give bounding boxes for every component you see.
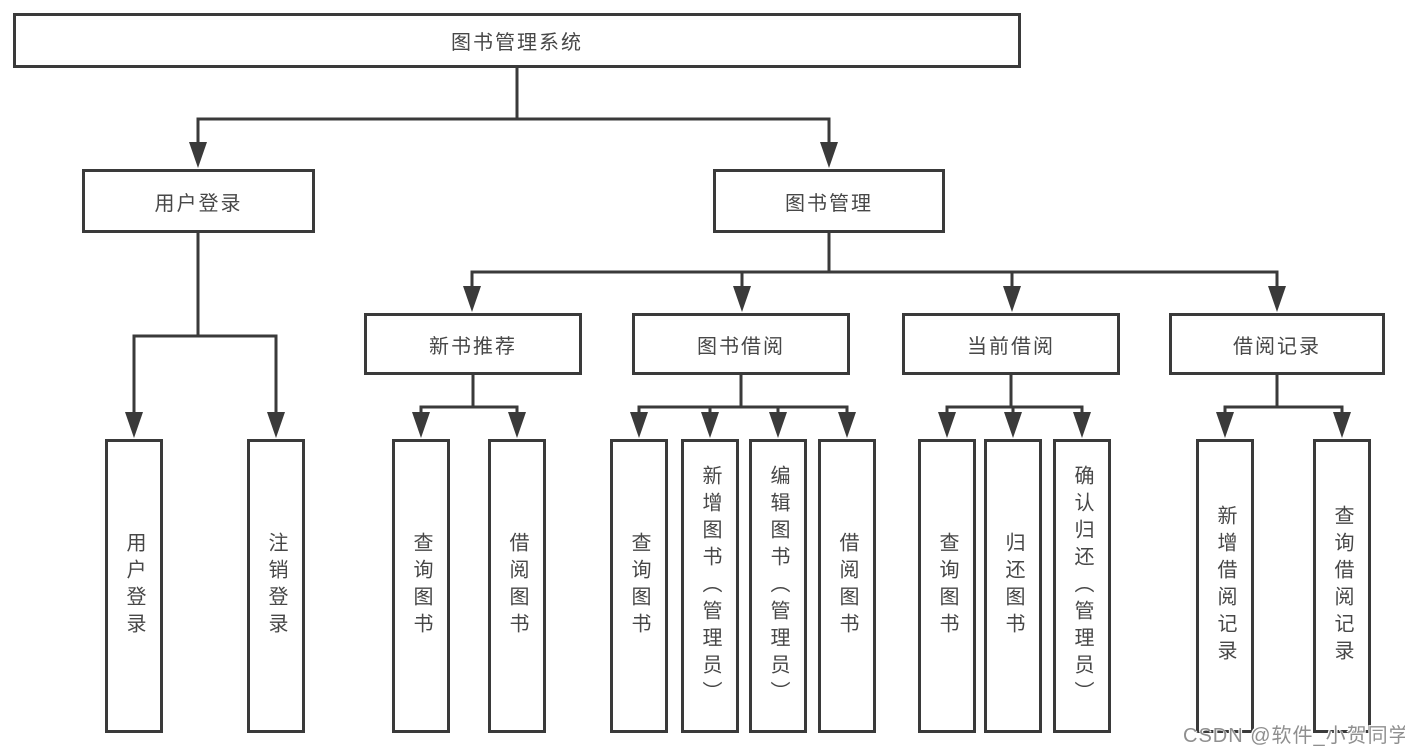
leaf-borrowing-borrow-books: 借阅图书	[818, 439, 876, 733]
leaf-borrowing-query-books-label: 查询图书	[628, 532, 650, 640]
leaf-records-add-record-label: 新增借阅记录	[1214, 505, 1236, 667]
leaf-newbooks-query-books: 查询图书	[392, 439, 450, 733]
leaf-borrowing-add-books-admin: 新增图书（管理员）	[681, 439, 739, 733]
node-book-management: 图书管理	[713, 169, 945, 233]
leaf-user-login-label: 用户登录	[123, 532, 145, 640]
leaf-borrowing-query-books: 查询图书	[610, 439, 668, 733]
leaf-current-confirm-return-admin: 确认归还（管理员）	[1053, 439, 1111, 733]
csdn-watermark: CSDN @软件_小贺同学	[1183, 725, 1405, 747]
leaf-logout: 注销登录	[247, 439, 305, 733]
leaf-newbooks-borrow-books: 借阅图书	[488, 439, 546, 733]
node-current-borrowing: 当前借阅	[902, 313, 1120, 375]
node-borrow-records: 借阅记录	[1169, 313, 1385, 375]
leaf-newbooks-query-books-label: 查询图书	[410, 532, 432, 640]
leaf-current-query-books-label: 查询图书	[936, 532, 958, 640]
leaf-borrowing-add-books-admin-label: 新增图书（管理员）	[699, 464, 721, 708]
leaf-current-return-books: 归还图书	[984, 439, 1042, 733]
leaf-borrowing-edit-books-admin-label: 编辑图书（管理员）	[767, 464, 789, 708]
node-user-login: 用户登录	[82, 169, 315, 233]
leaf-records-query-record-label: 查询借阅记录	[1331, 505, 1353, 667]
node-book-borrowing: 图书借阅	[632, 313, 850, 375]
node-root: 图书管理系统	[13, 13, 1021, 68]
leaf-current-return-books-label: 归还图书	[1002, 532, 1024, 640]
leaf-logout-label: 注销登录	[265, 532, 287, 640]
leaf-borrowing-borrow-books-label: 借阅图书	[836, 532, 858, 640]
leaf-current-query-books: 查询图书	[918, 439, 976, 733]
leaf-records-query-record: 查询借阅记录	[1313, 439, 1371, 733]
leaf-user-login: 用户登录	[105, 439, 163, 733]
leaf-records-add-record: 新增借阅记录	[1196, 439, 1254, 733]
leaf-borrowing-edit-books-admin: 编辑图书（管理员）	[749, 439, 807, 733]
leaf-newbooks-borrow-books-label: 借阅图书	[506, 532, 528, 640]
node-new-book-recommend: 新书推荐	[364, 313, 582, 375]
leaf-current-confirm-return-admin-label: 确认归还（管理员）	[1071, 464, 1093, 708]
